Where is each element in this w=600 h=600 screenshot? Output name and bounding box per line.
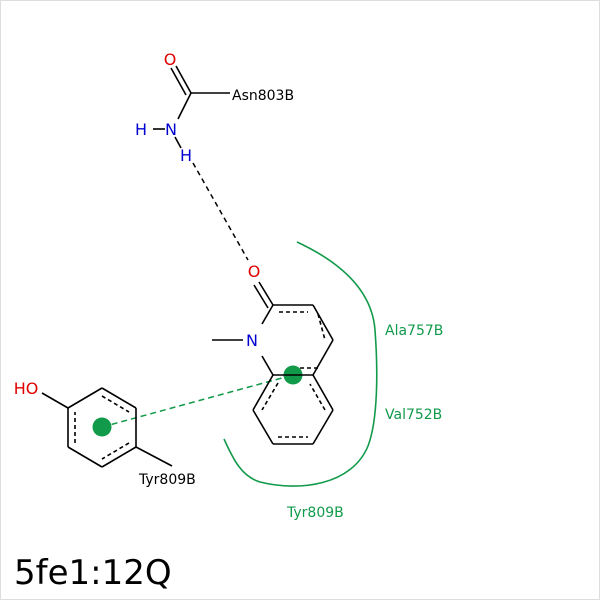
residue-label-val752b: Val752B	[385, 407, 442, 423]
atom-oxygen-asn: O	[164, 50, 177, 69]
atom-nitrogen-ligand: N	[246, 331, 258, 350]
hydrogen-bond-line	[192, 162, 249, 261]
residue-label-asn803b: Asn803B	[232, 88, 294, 104]
tyrosine-ring-bonds	[41, 387, 173, 468]
pi-stacking-line	[101, 374, 294, 428]
hydrophobic-contact-arc	[223, 241, 378, 487]
ring-centroid-tyrosine	[92, 417, 112, 437]
residue-label-tyr809b-stick: Tyr809B	[138, 472, 196, 488]
diagram-title: 5fe1:12Q	[14, 553, 172, 593]
residue-label-ala757b: Ala757B	[385, 323, 443, 339]
asn-fragment-bonds	[153, 65, 230, 149]
atom-nitrogen-asn: N	[165, 120, 177, 139]
atom-hydroxyl-tyrosine: HO	[14, 379, 39, 398]
residue-label-tyr809b-arc: Tyr809B	[286, 505, 344, 521]
atom-oxygen-ligand: O	[248, 262, 261, 281]
ligand-bonds	[212, 281, 334, 445]
atom-hydrogen-asn-bottom: H	[180, 146, 192, 165]
atom-hydrogen-asn-left: H	[135, 120, 147, 139]
